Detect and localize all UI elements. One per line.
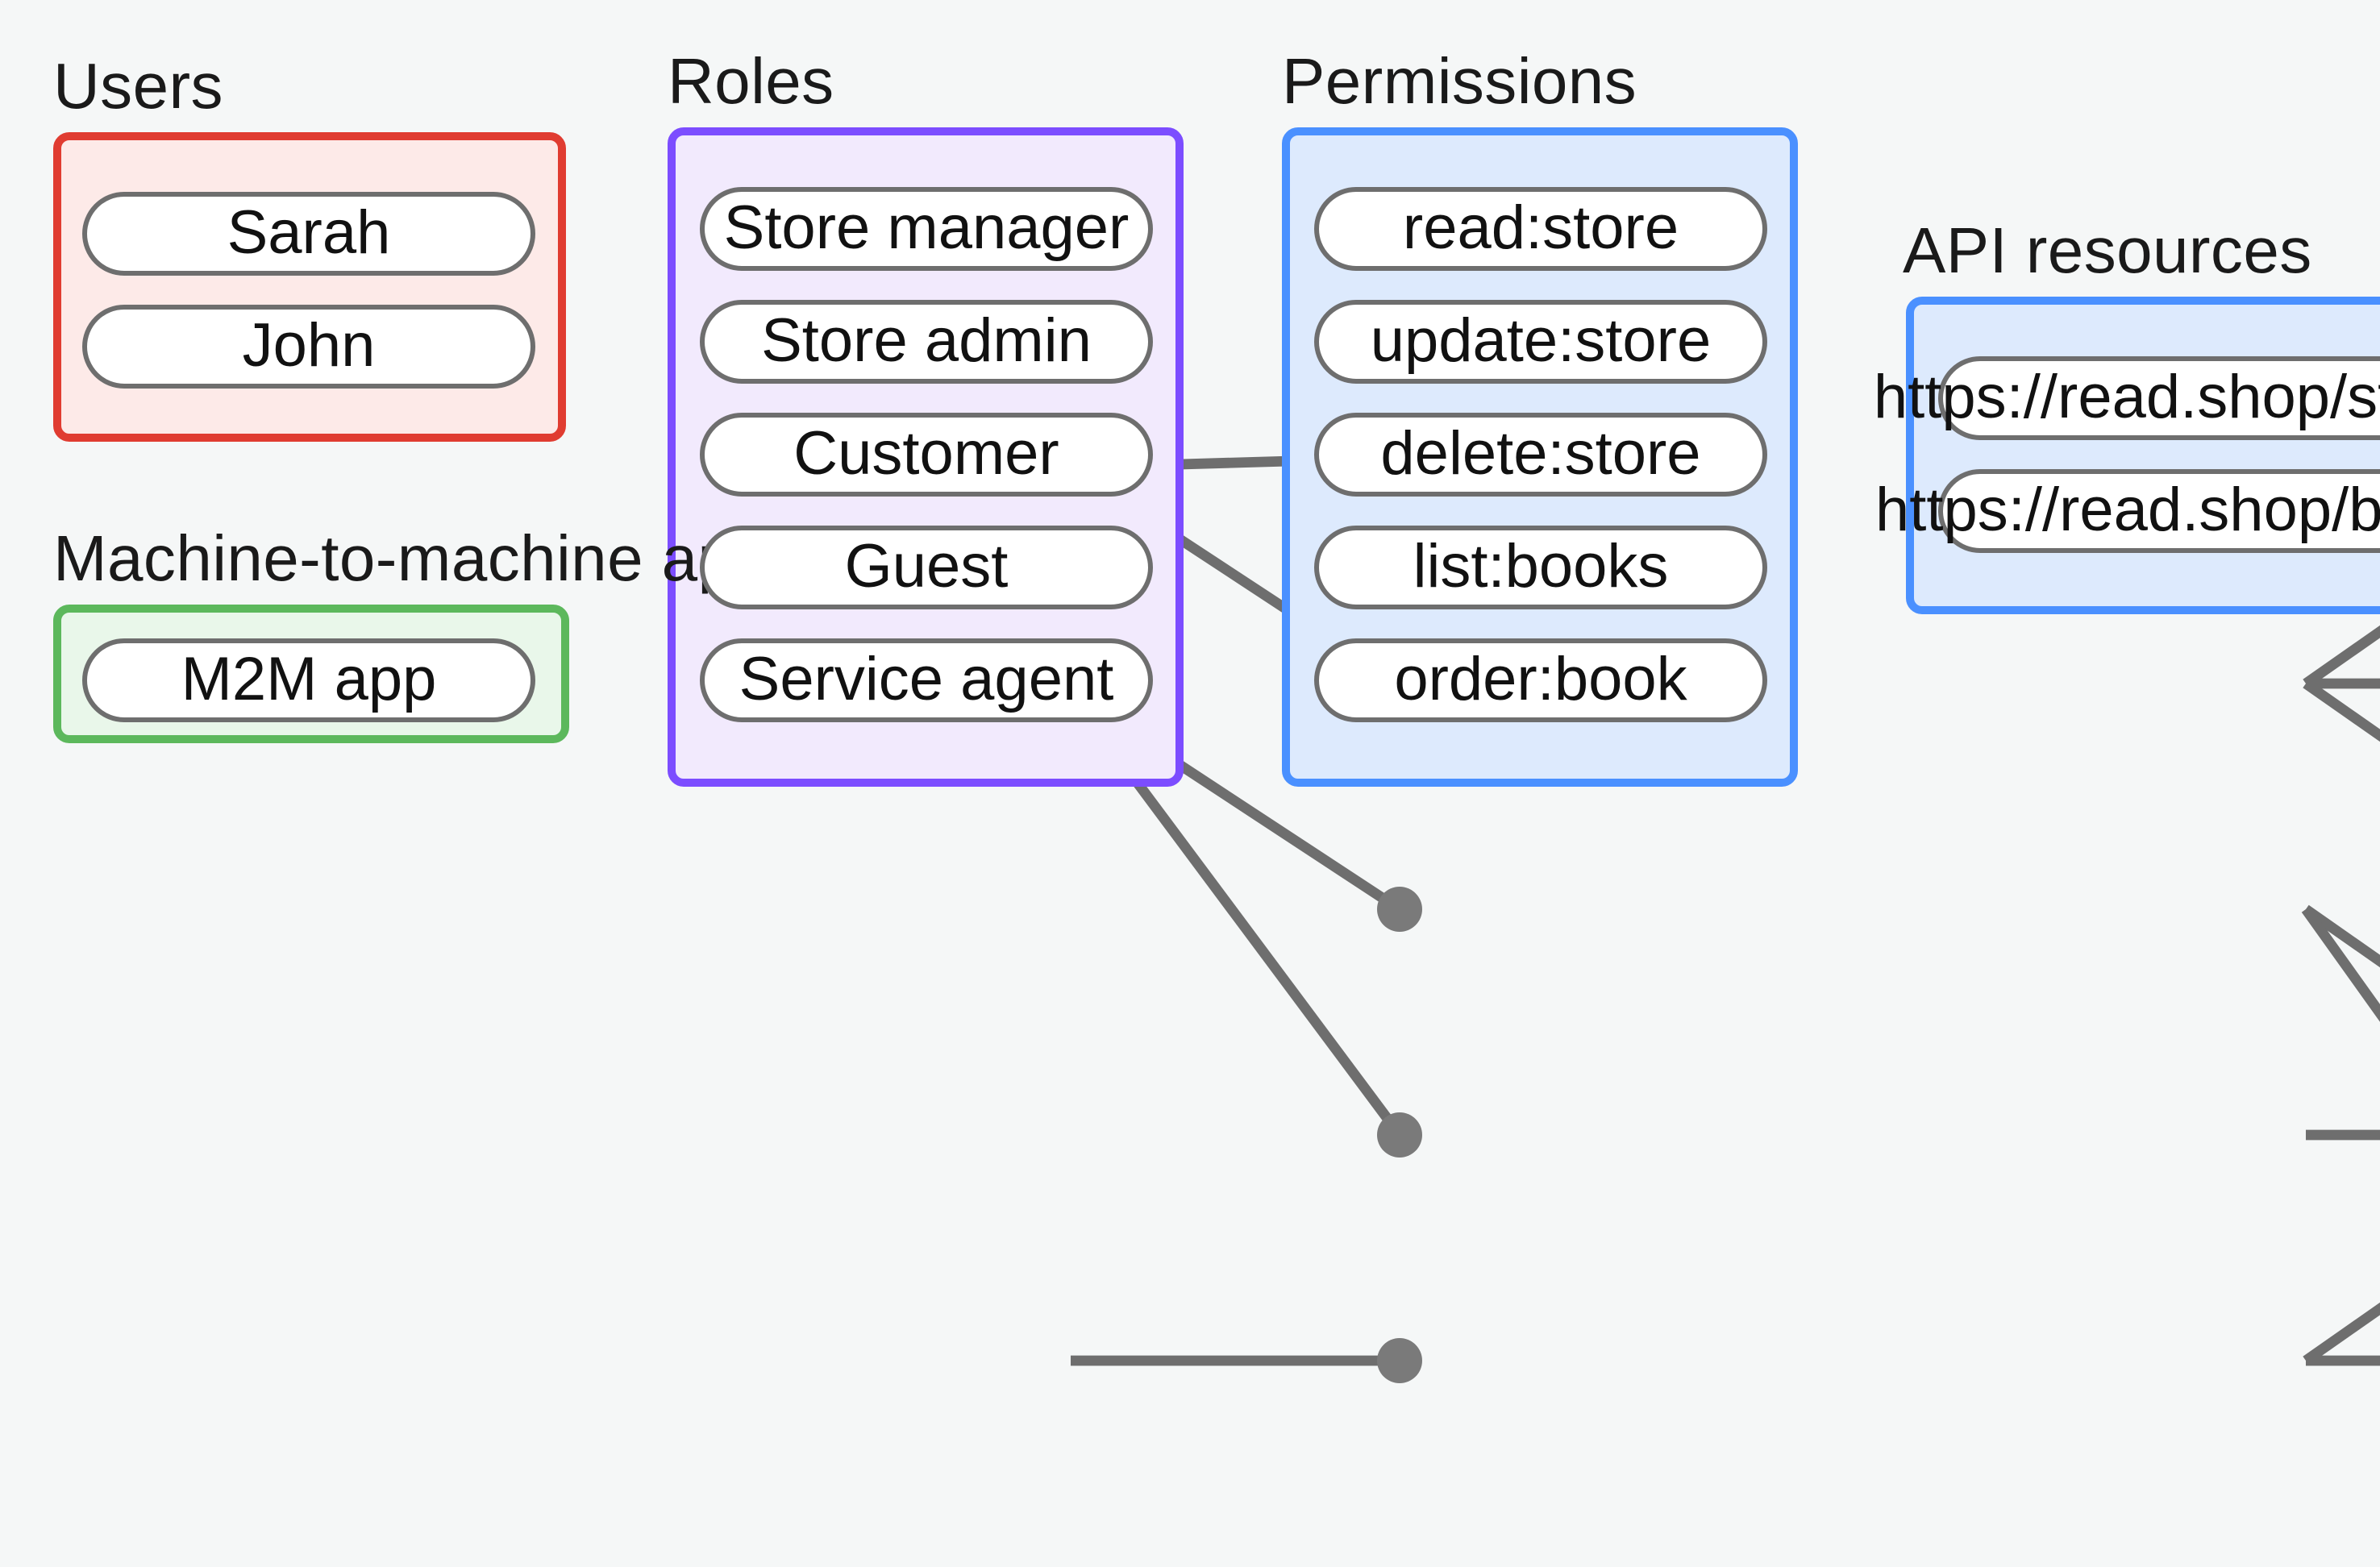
diagram-canvas: Users Machine-to-machine apps Roles Perm…: [53, 47, 2380, 1383]
node-store-admin[interactable]: Store admin: [700, 300, 1153, 384]
group-users: [53, 132, 566, 442]
edge-customer-list-books: [2303, 904, 2380, 968]
group-api-resources: [1906, 297, 2380, 614]
node-john[interactable]: John: [82, 305, 535, 389]
node-store-manager[interactable]: Store manager: [700, 187, 1153, 271]
node-service-agent[interactable]: Service agent: [700, 638, 1153, 722]
edge-store-admin-delete-store: [2303, 679, 2380, 742]
node-sarah[interactable]: Sarah: [82, 192, 535, 276]
group-title-users: Users: [53, 52, 223, 123]
node-update-store[interactable]: update:store: [1314, 300, 1767, 384]
node-api-resource-books[interactable]: https://read.shop/books: [1875, 469, 2380, 553]
node-read-store[interactable]: read:store: [1314, 187, 1767, 271]
group-title-api-resources: API resources: [1903, 216, 2312, 287]
edge-endpoint: [1377, 887, 1422, 932]
group-title-roles: Roles: [668, 47, 834, 118]
edge-endpoint: [1377, 1112, 1422, 1158]
edge-endpoint: [1377, 1338, 1422, 1383]
edge-service-agent-list-books: [2303, 1302, 2380, 1365]
node-guest[interactable]: Guest: [700, 526, 1153, 609]
group-title-permissions: Permissions: [1282, 47, 1637, 118]
node-api-resource-stores[interactable]: https://read.shop/stores: [1874, 356, 2380, 440]
node-m2m-app[interactable]: M2M app: [82, 638, 535, 722]
node-order-book[interactable]: order:book: [1314, 638, 1767, 722]
group-title-machine-to-machine-apps: Machine-to-machine apps: [53, 524, 803, 595]
node-list-books[interactable]: list:books: [1314, 526, 1767, 609]
edge-customer-order-book: [2301, 906, 2380, 1022]
node-delete-store[interactable]: delete:store: [1314, 413, 1767, 497]
node-customer[interactable]: Customer: [700, 413, 1153, 497]
